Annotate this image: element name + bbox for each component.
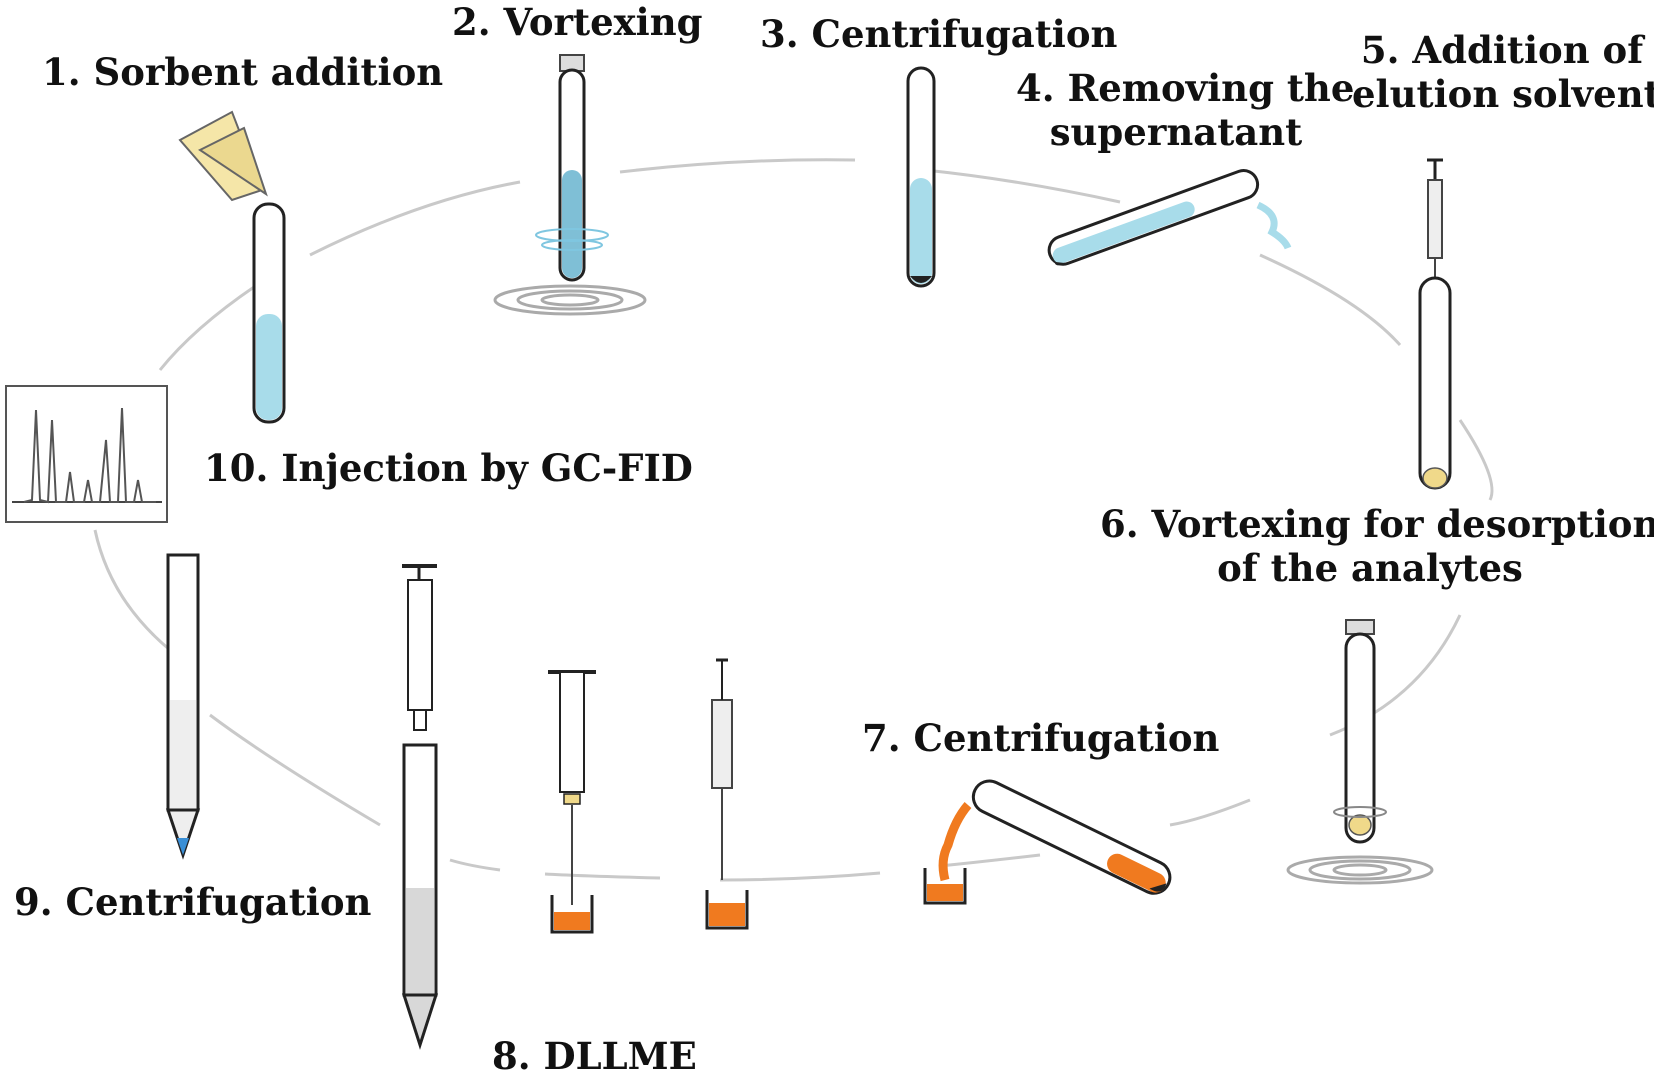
aqueous-liquid	[256, 314, 282, 420]
step-label-dllme: 8. DLLME	[492, 1034, 697, 1078]
step7-pour-illustration	[923, 779, 1172, 905]
cycle-arc-top-a	[309, 180, 521, 257]
cycle-arc-right-upper	[1259, 253, 1402, 346]
step-label-line: 6. Vortexing for desorption	[1100, 502, 1654, 546]
chromatogram-panel	[5, 385, 168, 523]
step-label-centrifugation-2: 7. Centrifugation	[862, 716, 1220, 760]
step4-tilted-tube-illustration	[1047, 169, 1292, 266]
pouring-stream	[1256, 201, 1292, 250]
cycle-arc-top-c	[924, 168, 1121, 204]
sorbent-paper-icon-2	[198, 126, 268, 197]
sorbent-pellet	[1348, 814, 1372, 836]
step-label-sorbent-addition: 1. Sorbent addition	[42, 50, 444, 94]
aqueous-liquid	[910, 178, 932, 284]
cycle-arc-left	[93, 529, 171, 652]
step5-syringe-tube-illustration	[1418, 158, 1452, 490]
vial-a	[550, 895, 594, 934]
step6-vortex-illustration	[1286, 619, 1434, 885]
pouring-stream	[938, 802, 972, 882]
cycle-arc-bottom-left	[209, 713, 381, 827]
tube-body	[1344, 632, 1376, 844]
step-label-removing-supernatant: 4. Removing the supernatant	[1016, 66, 1355, 155]
cycle-arc-top-b	[619, 158, 856, 174]
collection-vial	[923, 868, 967, 905]
vial-b	[705, 890, 749, 930]
step-label-centrifugation-3: 9. Centrifugation	[14, 880, 372, 924]
step-label-vortexing: 2. Vortexing	[452, 0, 703, 44]
cycle-arc-bottom-mid	[939, 853, 1041, 868]
step-label-line: 4. Removing the	[1016, 66, 1355, 110]
tube-body	[1418, 276, 1452, 490]
step-label-line: supernatant	[1049, 110, 1303, 155]
step-label-vortexing-desorption: 6. Vortexing for desorption of the analy…	[1100, 502, 1654, 591]
cycle-arc-bottom-right	[1169, 798, 1251, 827]
cycle-arc-right-mid	[1458, 419, 1494, 501]
step-label-line: of the analytes	[1217, 546, 1523, 591]
cycle-arc-bottom-b	[719, 871, 881, 882]
step3-tube-illustration	[906, 66, 936, 288]
mixed-liquid	[562, 170, 582, 278]
step1-tube-illustration	[178, 110, 286, 424]
step2-vortex-illustration	[493, 54, 647, 316]
cycle-arc-bottom-d	[449, 858, 501, 872]
step-label-line: elution solvent	[1352, 72, 1654, 117]
step-label-line: 5. Addition of	[1360, 28, 1644, 72]
sorbent-pellet	[1422, 467, 1448, 489]
cycle-arc-bottom-c	[544, 872, 661, 880]
cycle-path	[93, 158, 1494, 882]
chromatogram-trace	[23, 407, 156, 504]
step-label-addition-elution: 5. Addition of elution solvent	[1352, 28, 1654, 117]
step-label-centrifugation-1: 3. Centrifugation	[760, 12, 1118, 56]
step9-tube-illustration	[165, 553, 201, 860]
step-label-injection: 10. Injection by GC-FID	[204, 446, 693, 490]
step8-dllme-illustration	[401, 564, 749, 1050]
